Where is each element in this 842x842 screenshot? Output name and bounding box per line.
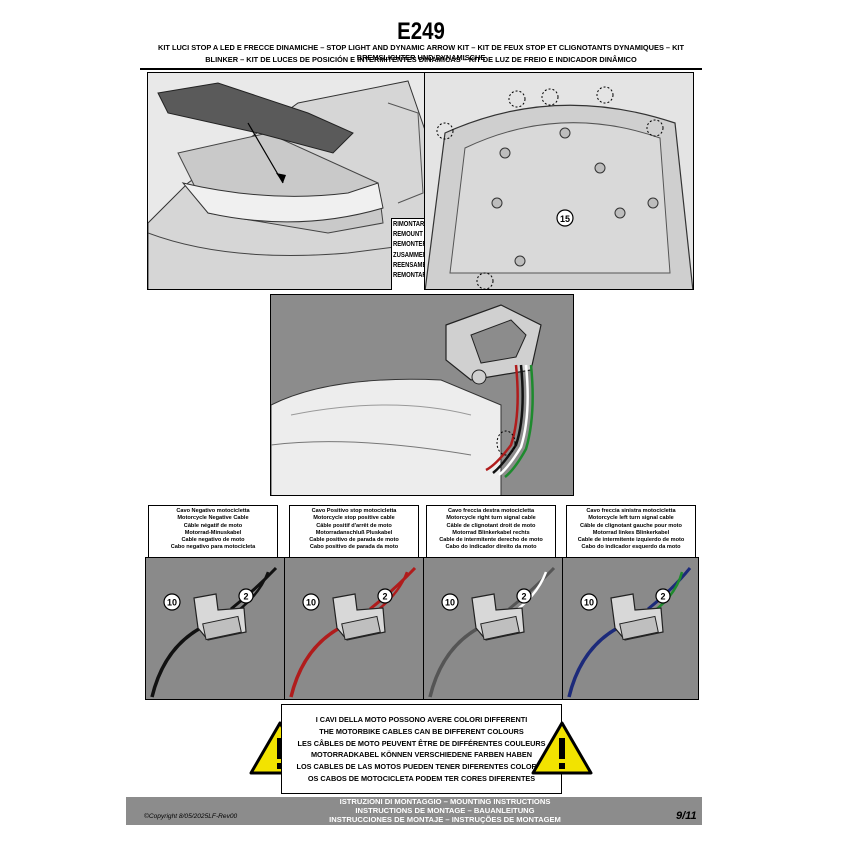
cable-line: Cabo positivo de parada da moto: [309, 544, 399, 551]
part-2-callout: [377, 588, 393, 604]
cable-line: Cabo do indicador direito da moto: [445, 544, 537, 551]
wire-connector-illustration: 10 2: [289, 566, 417, 698]
cable-line: Câble de clignotant gauche pour moto: [580, 522, 682, 529]
cable-box-right-signal: Cavo freccia destra motocicletta Motorcy…: [426, 505, 556, 565]
wire-panel-negative: 10 2: [145, 557, 285, 700]
remount-fr: REMONTER: [393, 239, 427, 249]
warning-line: LOS CABLES DE LAS MOTOS PUEDEN TENER DIF…: [296, 762, 547, 772]
part-10-label: 10: [445, 598, 455, 608]
cable-box-stop-positive: Cavo Positivo stop motocicletta Motorcyc…: [289, 505, 419, 565]
cable-line: Cavo Positivo stop motocicletta: [311, 508, 397, 514]
cable-line: Motorcycle Negative Cable: [177, 515, 249, 522]
cable-line: Câble négatif de moto: [183, 522, 243, 529]
footer-line: INSTRUCTIONS DE MONTAGE – BAUANLEITUNG: [355, 805, 535, 815]
part-10-label: 10: [584, 598, 594, 608]
part-2-callout: [516, 588, 532, 604]
footer-line: ISTRUZIONI DI MONTAGGIO – MOUNTING INSTR…: [339, 797, 551, 806]
cable-line: Motorrad Blinkerkabel rechts: [452, 529, 530, 536]
header-rule: [140, 68, 702, 70]
warning-line: THE MOTORBIKE CABLES CAN BE DIFFERENT CO…: [319, 726, 524, 736]
part-15-label: 15: [560, 214, 570, 224]
motorcycle-wire-end: [369, 566, 417, 611]
cable-line: Câble positif d'arrêt de moto: [316, 522, 392, 529]
footer-line: INSTRUCCIONES DE MONTAJE – INSTRUÇÕES DE…: [329, 814, 561, 824]
part-10-callout: [163, 593, 181, 611]
connector-clamp: [480, 615, 520, 641]
wire-panel-right-signal: 10 2: [423, 557, 563, 700]
wire-panel-stop-positive: 10 2: [284, 557, 424, 700]
connector-clamp: [619, 615, 659, 641]
connector-clamp: [202, 615, 242, 641]
cable-line: Motorrad-Minuskabel: [184, 529, 242, 536]
part-10-label: 10: [167, 598, 177, 608]
part-10-callout: [441, 593, 459, 611]
subtitle-line-1: KIT LUCI STOP A LED E FRECCE DINAMICHE –…: [158, 43, 684, 62]
warning-line: I CAVI DELLA MOTO POSSONO AVERE COLORI D…: [315, 715, 528, 724]
cable-line: Cable de intermitente derecho de moto: [439, 537, 543, 544]
remount-es: REENSAMBLAR: [393, 259, 439, 269]
part-2-label: 2: [660, 592, 665, 602]
subtitle-line-2: BLINKER – KIT DE LUCES DE POSICIÓN E INT…: [205, 55, 637, 64]
cable-line: Cabo negativo para motocicleta: [170, 544, 256, 551]
part-10-callout: [580, 593, 598, 611]
motorcycle-wire-end: [230, 566, 278, 611]
seat-cover-panel: 15: [424, 72, 694, 290]
remount-de: ZUSAMMENBAUEN: [393, 249, 449, 259]
cable-line: Câble de clignotant droit de moto: [446, 522, 536, 529]
remount-it: RIMONTARE: [393, 219, 429, 228]
cable-line: Cavo Negativo motocicletta: [176, 508, 250, 514]
cable-line: Motorcycle stop positive cable: [313, 515, 395, 522]
wire-connector-illustration: 10 2: [150, 566, 278, 698]
copyright: ©Copyright 8/05/2025LF-Rev00: [144, 813, 238, 820]
cable-line: Cavo freccia sinistra motocicletta: [586, 508, 676, 514]
part-2-label: 2: [382, 592, 387, 602]
rack-cables-panel: [270, 294, 574, 496]
seat-cover-illustration: 15: [425, 86, 693, 289]
part-2-callout: [655, 588, 671, 604]
cable-line: Cabo do indicador esquerdo da moto: [581, 544, 681, 551]
motorcycle-wire-end: [647, 567, 692, 611]
cable-line: Motorradanschluß Pluskabel: [315, 529, 393, 536]
part-10-callout: [302, 593, 320, 611]
connector-clamp: [341, 615, 381, 641]
warning-line: OS CABOS DE MOTOCICLETA PODEM TER CORES …: [307, 773, 536, 783]
cable-box-negative: Cavo Negativo motocicletta Motorcycle Ne…: [148, 505, 278, 565]
warning-text-box: I CAVI DELLA MOTO POSSONO AVERE COLORI D…: [281, 704, 562, 794]
part-2-callout: [238, 588, 254, 604]
cable-line: Motorcycle right turn signal cable: [446, 515, 536, 522]
fairing-light-panel: [147, 72, 425, 290]
cable-line: Motorrad linkes Blinkerkabel: [592, 529, 670, 536]
warning-line: MOTORRADKABEL KÖNNEN VERSCHIEDENE FARBEN…: [310, 750, 533, 760]
light-bar-part: [157, 82, 354, 154]
footer-bar: [126, 797, 702, 825]
cable-line: Motorcycle left turn signal cable: [588, 515, 674, 522]
warning-line: LES CÂBLES DE MOTO PEUVENT ÊTRE DE DIFFÉ…: [297, 738, 546, 748]
cable-box-left-signal: Cavo freccia sinistra motocicletta Motor…: [566, 505, 696, 565]
wire-connector-illustration: 10 2: [567, 567, 692, 698]
wire-panel-left-signal: 10 2: [562, 557, 699, 700]
page-number: 9/11: [676, 810, 697, 822]
part-2-label: 2: [521, 592, 526, 602]
rack-cables-illustration: [271, 304, 542, 495]
part-2-label: 2: [243, 592, 248, 602]
cable-line: Cable positivo de parada de moto: [309, 537, 399, 544]
part-10-label: 10: [306, 598, 316, 608]
cable-line: Cavo freccia destra motocicletta: [447, 508, 535, 514]
fairing-light-illustration: [148, 80, 424, 289]
remount-pt: REMONTAR: [393, 270, 427, 280]
warning-triangle-right-icon: [531, 721, 593, 775]
cable-line: Cable de intermitente izquierdo de moto: [577, 537, 685, 544]
document-code: E249: [397, 18, 445, 45]
footer-instructions: ISTRUZIONI DI MONTAGGIO – MOUNTING INSTR…: [300, 797, 590, 824]
wire-connector-illustration: 10 2: [428, 566, 556, 698]
remount-en: REMOUNT: [393, 229, 423, 239]
motorcycle-wire-end: [508, 566, 556, 611]
cable-line: Cable negativo de moto: [181, 537, 245, 544]
